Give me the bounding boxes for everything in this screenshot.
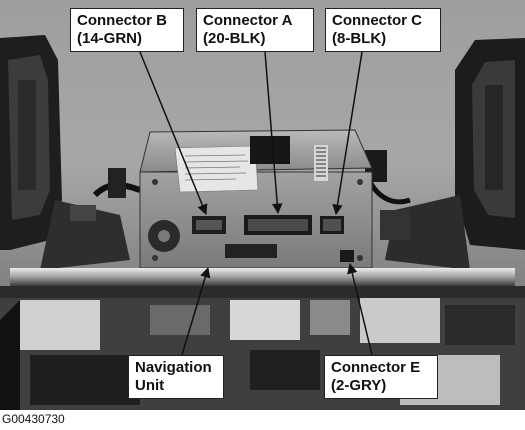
connector-b-label: Connector B (14-GRN) (70, 8, 184, 52)
connector-a-label: Connector A (20-BLK) (196, 8, 314, 52)
navigation-unit-label: Navigation Unit (128, 355, 224, 399)
leader-arrows (139, 51, 373, 356)
navigation-unit-photo (0, 0, 525, 410)
navigation-unit (139, 129, 373, 269)
connector-e-socket (340, 250, 354, 262)
connector-e-label: Connector E (2-GRY) (324, 355, 438, 399)
floor-area (0, 298, 525, 410)
left-seat-bracket (0, 35, 130, 270)
seat-rail (10, 268, 515, 286)
figure-id: G00430730 (2, 412, 65, 426)
connector-c-label: Connector C (8-BLK) (325, 8, 441, 52)
